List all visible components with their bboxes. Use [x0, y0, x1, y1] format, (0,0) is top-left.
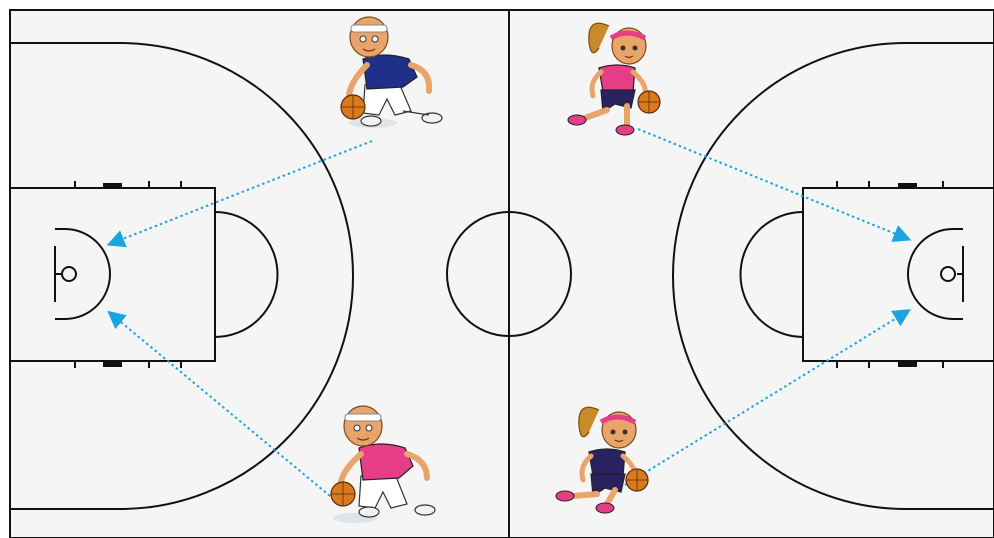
left-block-top — [103, 183, 122, 189]
court-floor — [10, 10, 994, 538]
right-block-bottom — [898, 361, 917, 367]
left-block-bottom — [103, 361, 122, 367]
right-block-top — [898, 183, 917, 189]
